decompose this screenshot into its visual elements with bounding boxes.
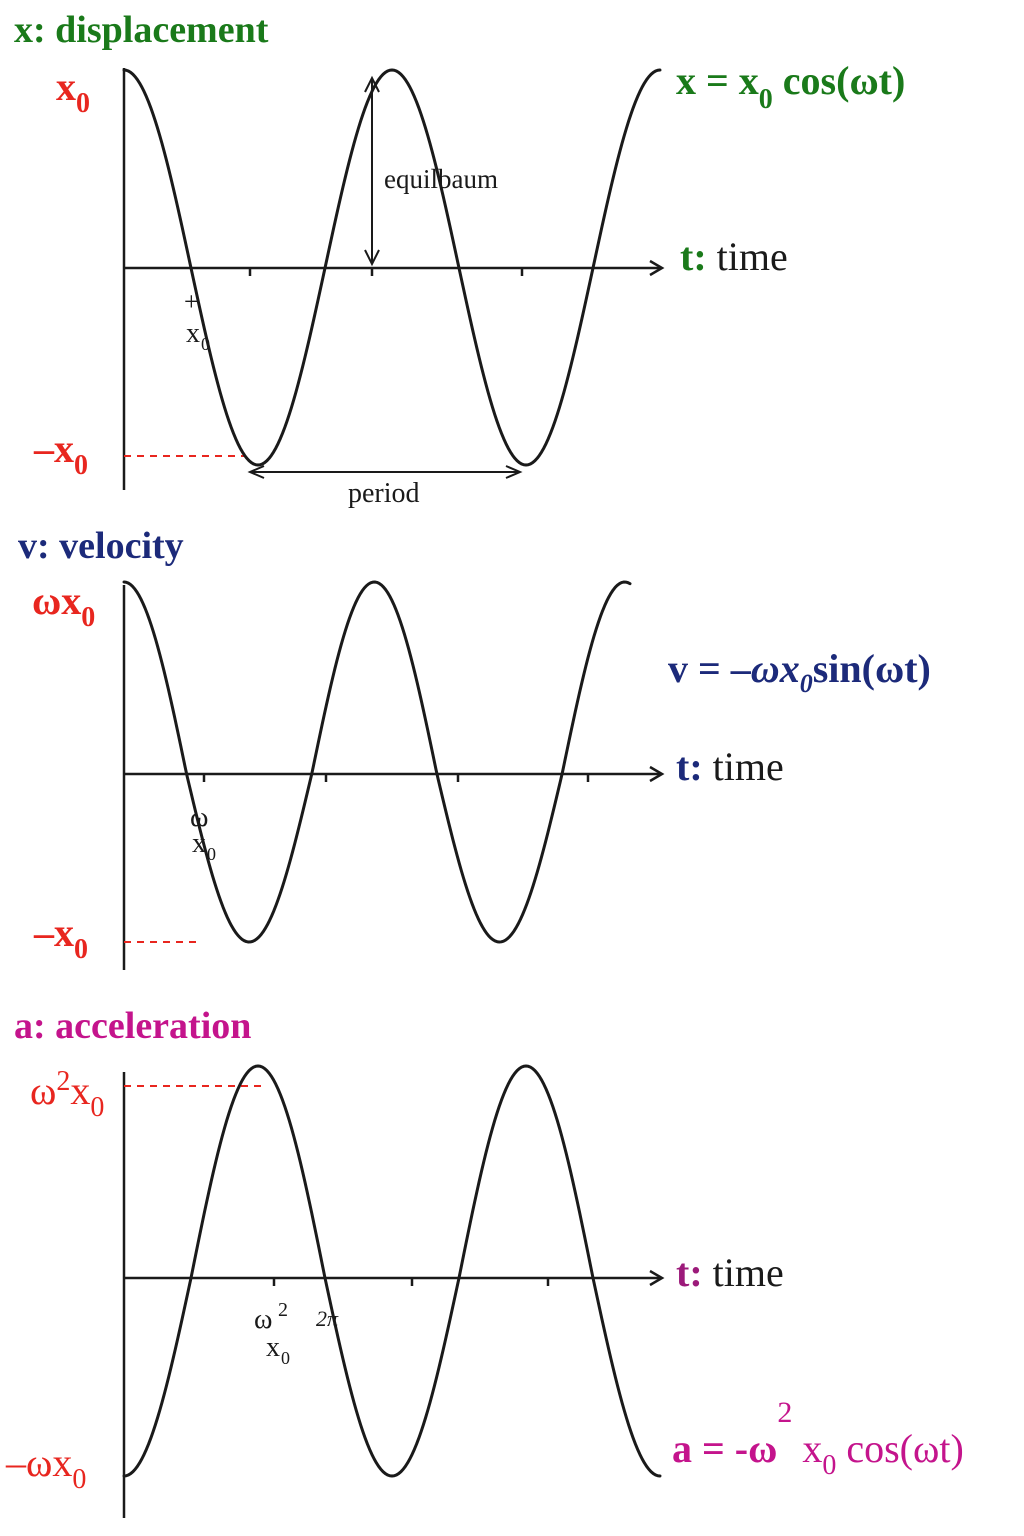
svg-text:0: 0: [281, 1348, 290, 1368]
acceleration-curve: [122, 1064, 662, 1478]
svg-text:+: +: [184, 287, 199, 316]
acceleration-equation: a = -ω2 x0 cos(ωt): [672, 1396, 964, 1481]
equilibrium-arrow-head-top: [364, 75, 380, 93]
acceleration-title: a: acceleration: [14, 1005, 251, 1047]
period-label: period: [348, 478, 420, 509]
svg-text:x: x: [266, 1332, 280, 1363]
displacement-y-min-label: –x0: [33, 426, 88, 481]
displacement-tick-label: + x 0: [184, 287, 210, 354]
velocity-x-axis-arrowhead: [649, 765, 665, 783]
acceleration-tick-label: ω 2 x 0 2π: [254, 1299, 339, 1368]
velocity-y-max-label: ωx0: [32, 578, 95, 633]
displacement-equation: x = x0 cos(ωt): [676, 58, 905, 115]
velocity-axis-label: t: time: [676, 744, 784, 789]
equilibrium-label: equilbaum: [384, 164, 498, 194]
svg-text:0: 0: [201, 334, 210, 354]
velocity-curve: [122, 580, 632, 944]
svg-text:2: 2: [278, 1299, 288, 1321]
acceleration-panel: a: acceleration a = -ω2 x0 cos(ωt) t: ti…: [5, 1005, 964, 1518]
svg-text:0: 0: [207, 844, 216, 864]
velocity-y-min-label: –x0: [33, 910, 88, 965]
period-arrow-head-right: [505, 465, 523, 479]
equilibrium-arrow-head-bottom: [364, 249, 380, 267]
svg-text:ω: ω: [254, 1304, 272, 1335]
period-arrow-head-left: [247, 465, 265, 479]
velocity-title: v: velocity: [18, 525, 184, 567]
acceleration-y-max-label: ω2x0: [30, 1066, 104, 1123]
acceleration-axis-label: t: time: [676, 1250, 784, 1295]
displacement-panel: x: displacement x = x0 cos(ωt) t: time x…: [14, 9, 905, 509]
displacement-x-axis-arrowhead: [649, 259, 665, 277]
acceleration-x-axis-arrowhead: [649, 1269, 665, 1287]
displacement-y-max-label: x0: [56, 64, 90, 119]
displacement-curve: [122, 68, 662, 467]
displacement-title: x: displacement: [14, 9, 269, 51]
displacement-axis-label: t: time: [680, 234, 788, 279]
velocity-panel: v: velocity v = –ωx0sin(ωt) t: time ωx0 …: [18, 525, 931, 970]
acceleration-y-min-label: –ωx0: [5, 1440, 86, 1495]
svg-text:x: x: [186, 318, 200, 349]
velocity-equation: v = –ωx0sin(ωt): [668, 646, 931, 698]
velocity-tick-label: ω x 0: [190, 802, 216, 864]
